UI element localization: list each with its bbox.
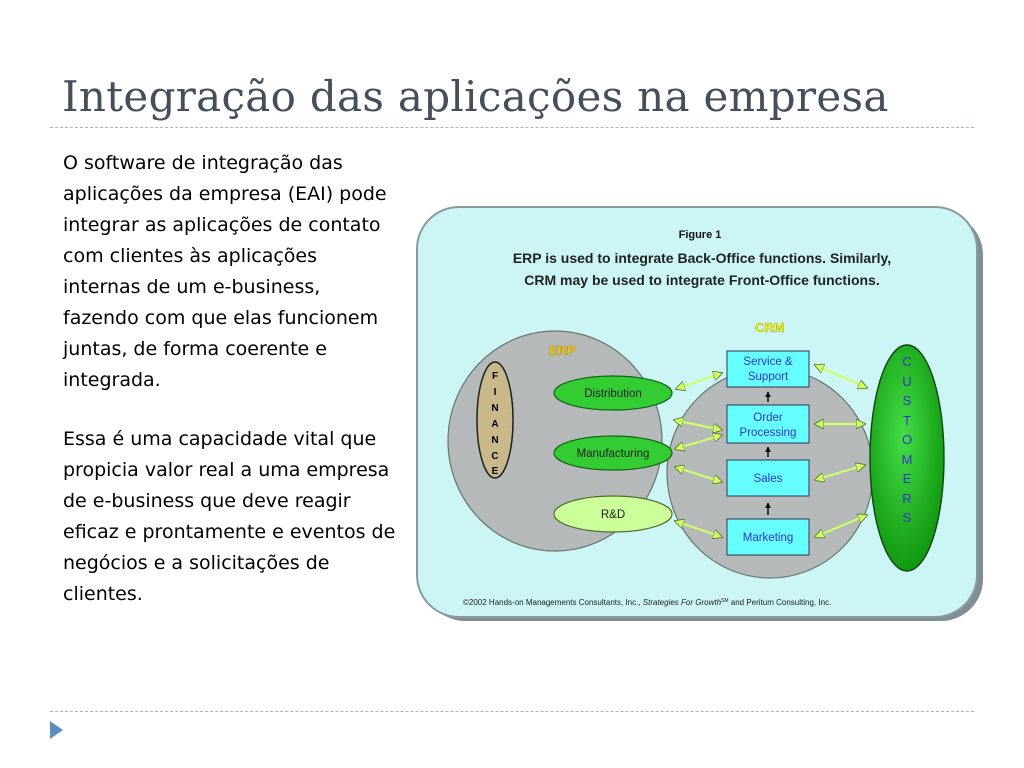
- manufacturing-node: [553, 435, 673, 471]
- finance-letter: F: [492, 371, 498, 382]
- title-divider: [50, 127, 974, 128]
- connector-arrow: [675, 467, 722, 482]
- manufacturing-label: Manufacturing: [577, 448, 650, 460]
- finance-letter: N: [491, 435, 498, 446]
- connector-arrow: [815, 365, 867, 388]
- service-support-label-1: Service &: [743, 356, 793, 368]
- rnd-label: R&D: [601, 509, 625, 521]
- customers-letter: M: [902, 452, 913, 467]
- figure-headline-line2: CRM may be used to integrate Front-Offic…: [524, 272, 879, 288]
- customers-letter: T: [903, 413, 911, 428]
- rnd-node: [553, 495, 673, 533]
- connector-arrow: [675, 521, 722, 537]
- marketing-label: Marketing: [743, 532, 794, 544]
- customers-letter: U: [902, 374, 911, 389]
- distribution-label: Distribution: [584, 388, 642, 400]
- customers-letter: O: [902, 432, 912, 447]
- marketing-box: [726, 518, 810, 556]
- connector-arrow: [815, 465, 865, 480]
- slide-marker-icon: [50, 721, 63, 739]
- finance-letter: A: [491, 419, 498, 430]
- paragraph-capability: Essa é uma capacidade vital que propicia…: [63, 428, 396, 605]
- order-processing-label-2: Processing: [740, 427, 797, 439]
- finance-letter: I: [494, 387, 497, 398]
- figure-label: Figure 1: [679, 229, 722, 241]
- finance-letter: N: [491, 403, 498, 414]
- service-support-box: [726, 350, 810, 388]
- connector-arrow: [674, 420, 722, 430]
- customers-letter: S: [903, 510, 912, 525]
- finance-letter: C: [491, 451, 498, 462]
- customers-letter: R: [902, 491, 911, 506]
- sales-label: Sales: [754, 473, 783, 485]
- customers-letter: S: [903, 393, 912, 408]
- service-support-label-2: Support: [748, 371, 789, 383]
- customers-ellipse: [869, 344, 945, 572]
- connector-arrow: [675, 435, 722, 449]
- figure-copyright: ©2002 Hands-on Managements Consultants, …: [463, 598, 831, 607]
- footer-divider: [50, 711, 974, 712]
- connector-arrow: [815, 515, 867, 537]
- order-processing-label-1: Order: [753, 412, 783, 424]
- crm-label: CRM: [755, 320, 785, 335]
- paragraph-eai: O software de integração das aplicações …: [63, 152, 387, 391]
- finance-letter: E: [492, 466, 499, 477]
- sales-box: [726, 459, 810, 497]
- slide-title: Integração das aplicações na empresa: [62, 72, 889, 121]
- erp-label: ERP: [549, 343, 576, 358]
- order-processing-box: [726, 404, 810, 444]
- customers-letter: E: [903, 471, 912, 486]
- customers-letter: C: [902, 354, 911, 369]
- distribution-node: [553, 375, 673, 411]
- erp-crm-figure: Figure 1 ERP is used to integrate Back-O…: [415, 205, 985, 625]
- connector-arrow: [676, 373, 722, 389]
- body-text: O software de integração das aplicações …: [63, 148, 398, 638]
- finance-ellipse: [476, 361, 514, 479]
- figure-headline-line1: ERP is used to integrate Back-Office fun…: [513, 250, 891, 266]
